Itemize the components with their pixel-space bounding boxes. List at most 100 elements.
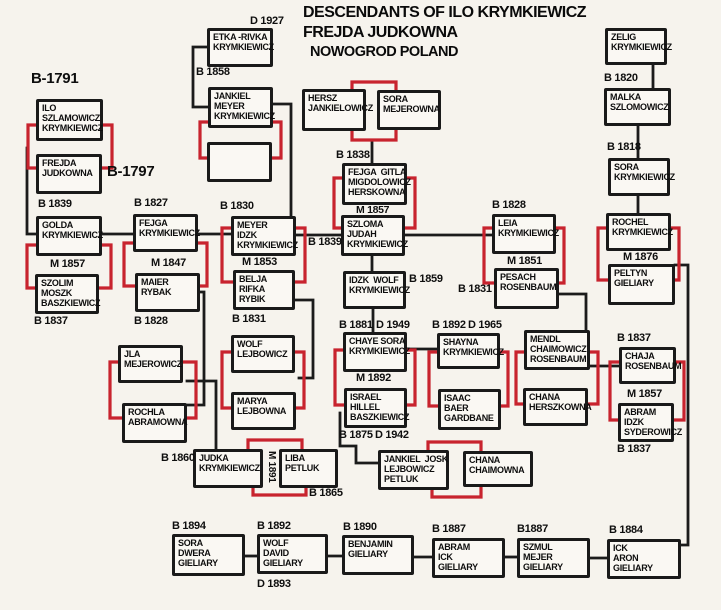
person-box-idzk-wolf: IDZK WOLF KRYMKIEWICZ [343, 271, 410, 309]
person-box-malka: MALKA SZLOMOWICZ [604, 88, 671, 126]
marriage-line [554, 226, 566, 285]
person-box-szolim: SZOLIM MOSZK BASZKIEWICZ [35, 274, 101, 314]
date-label: B 1884 [609, 524, 643, 536]
person-box-belja: BELJA RIFKA RYBIK [233, 270, 295, 310]
person-box-rochla: ROCHLA ABRAMOWNA [122, 403, 188, 443]
date-label: B 1839 [38, 198, 72, 210]
person-box-jankiel-meyer: JANKIEL MEYER KRYMKIEWICZ [208, 87, 275, 128]
person-box-fejga: FEJGA KRYMKIEWICZ [133, 214, 200, 252]
marriage-line [26, 123, 38, 170]
marriage-line [430, 485, 483, 499]
person-box-wolf-lejbowicz: WOLF LEJBOWICZ [231, 335, 295, 373]
date-label: D 1949 [376, 319, 410, 331]
marriage-line [270, 120, 283, 160]
descent-line [294, 298, 315, 380]
title-line-3: NOWOGROD POLAND [310, 44, 458, 60]
date-label: B 1881 [339, 319, 373, 331]
descent-line [185, 379, 218, 452]
date-label: B 1827 [134, 197, 168, 209]
date-label: B 1837 [617, 332, 651, 344]
date-label: D 1965 [468, 319, 502, 331]
date-label: M 1857 [50, 258, 85, 270]
date-label: B 1894 [172, 520, 206, 532]
descent-line [25, 146, 38, 236]
person-box-chana-herszkowna: CHANA HERSZKOWNA [523, 388, 592, 426]
marriage-line [198, 120, 210, 160]
person-box-shayna: SHAYNA KRYMKIEWICZ [437, 333, 504, 369]
date-label: B 1860 [161, 452, 195, 464]
title-line-2: FREJDA JUDKOWNA [303, 24, 458, 41]
person-box-zelig: ZELIG KRYMKIEWICZ [605, 28, 672, 65]
date-label: B 1831 [458, 283, 492, 295]
person-box-fejga-gitla: FEJGA GITLA MIGDOLOWICZ HERSKOWNA [342, 163, 411, 205]
person-box-peltyn: PELTYN GIELIARY [608, 264, 675, 305]
marriage-line [482, 226, 496, 285]
date-label: B 1831 [232, 313, 266, 325]
marriage-line [672, 360, 686, 422]
title-line-1: DESCENDANTS OF ILO KRYMKIEWICZ [303, 4, 587, 21]
marriage-line [608, 360, 621, 422]
marriage-line [181, 360, 198, 420]
date-label: M 1857 [356, 204, 390, 216]
date-label: M 1847 [151, 257, 186, 269]
marriage-line [251, 486, 308, 497]
date-label: M 1876 [623, 251, 658, 263]
person-box-wolf-david: WOLF DAVID GIELIARY [257, 534, 328, 574]
marriage-line [108, 360, 124, 420]
date-label: D 1893 [257, 578, 291, 590]
date-label: B 1837 [34, 315, 68, 327]
person-box-maier: MAIER RYBAK [135, 273, 200, 312]
person-box-chaye-sora: CHAYE SORA KRYMKIEWICZ [343, 332, 410, 372]
person-box-meyer-idzk: MEYER IDZK KRYMKIEWICZ [231, 216, 298, 256]
person-box-pesach: PESACH ROSENBAUM [494, 268, 559, 309]
person-box-israel-hillel: ISRAEL HILLEL BASZKIEWICZ [344, 388, 410, 428]
date-label: M 1853 [242, 256, 277, 268]
marriage-line [97, 243, 113, 290]
marriage-line [403, 176, 417, 230]
marriage-line [427, 350, 440, 408]
marriage-line [294, 350, 306, 410]
person-box-unnamed-spouse [207, 142, 272, 182]
date-label: B 1892 [257, 520, 291, 532]
marriage-line [333, 348, 346, 407]
person-box-szloma: SZLOMA JUDAH KRYMKIEWICZ [341, 215, 408, 256]
marriage-line [586, 350, 600, 406]
person-box-liba: LIBA PETLUK [279, 449, 338, 488]
date-label: B 1892 [432, 319, 466, 331]
marriage-line [498, 350, 510, 408]
descent-line [338, 411, 380, 465]
person-box-jankiel-josk: JANKIEL JOSK LEJBOWICZ PETLUK [378, 450, 449, 490]
date-label: B1887 [517, 523, 548, 535]
person-box-hersz: HERSZ JANKIELOWICZ [302, 89, 373, 131]
date-label: B 1818 [607, 141, 641, 153]
person-box-frejda: FREJDA JUDKOWNA [36, 154, 102, 194]
marriage-line [332, 176, 344, 230]
marriage-line [669, 226, 681, 282]
marriage-line [350, 128, 398, 142]
date-label: B 1890 [343, 521, 377, 533]
marriage-line [196, 241, 209, 288]
date-label: B 1839 [308, 236, 342, 248]
person-box-leia: LEIA KRYMKIEWICZ [492, 214, 559, 254]
person-box-chana-chaimowna: CHANA CHAIMOWNA [463, 451, 533, 487]
person-box-judka: JUDKA KRYMKIEWICZ [193, 449, 263, 488]
date-label: M 1891 [266, 451, 277, 483]
marriage-line [596, 226, 610, 282]
marriage-line [220, 226, 235, 284]
person-box-sora-mejerowna: SORA MEJEROWNA [377, 90, 441, 130]
date-label: B-1797 [107, 163, 155, 180]
person-box-sora-dwera: SORA DWERA GIELIARY [172, 534, 245, 576]
date-label: B 1820 [604, 72, 638, 84]
date-label: B 1828 [492, 199, 526, 211]
date-label: M 1892 [356, 372, 391, 384]
date-label: B 1837 [617, 443, 651, 455]
descent-line [271, 102, 293, 219]
marriage-line [426, 440, 483, 453]
person-box-szmul: SZMUL MEJER GIELIARY [517, 538, 590, 578]
marriage-line [350, 80, 398, 93]
date-label: B 1838 [336, 149, 370, 161]
descent-line [557, 292, 588, 333]
marriage-line [100, 123, 114, 170]
marriage-line [405, 348, 417, 407]
